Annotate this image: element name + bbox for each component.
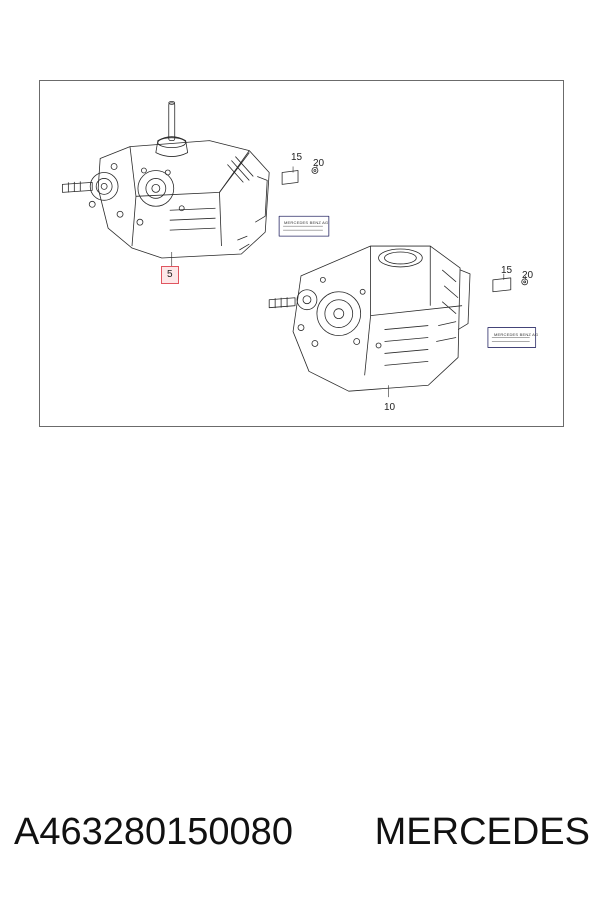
transfer-case-upper: [61, 100, 270, 268]
callout-part-10[interactable]: 10: [384, 402, 396, 413]
transfer-case-drawing: [61, 100, 537, 398]
label-plate-set-a: [278, 164, 330, 237]
callout-part-5[interactable]: 5: [161, 266, 179, 284]
plate-text-b: MERCEDES BENZ AG: [494, 332, 539, 337]
callout-part-20-b[interactable]: 20: [522, 270, 534, 281]
parts-diagram: 5 10 15 20 15 20 MERCEDES BENZ AG MERCED…: [39, 80, 564, 427]
transfer-case-lower: [268, 245, 471, 398]
callout-part-15-a[interactable]: 15: [291, 152, 303, 163]
part-number: A463280150080: [14, 810, 293, 853]
part-info-line: A463280150080 MERCEDES: [14, 808, 590, 856]
callout-part-15-b[interactable]: 15: [501, 265, 513, 276]
plate-text-a: MERCEDES BENZ AG: [284, 220, 329, 225]
callout-part-20-a[interactable]: 20: [313, 158, 325, 169]
brand-name: MERCEDES: [374, 810, 590, 853]
label-plate-set-b: [487, 273, 537, 348]
